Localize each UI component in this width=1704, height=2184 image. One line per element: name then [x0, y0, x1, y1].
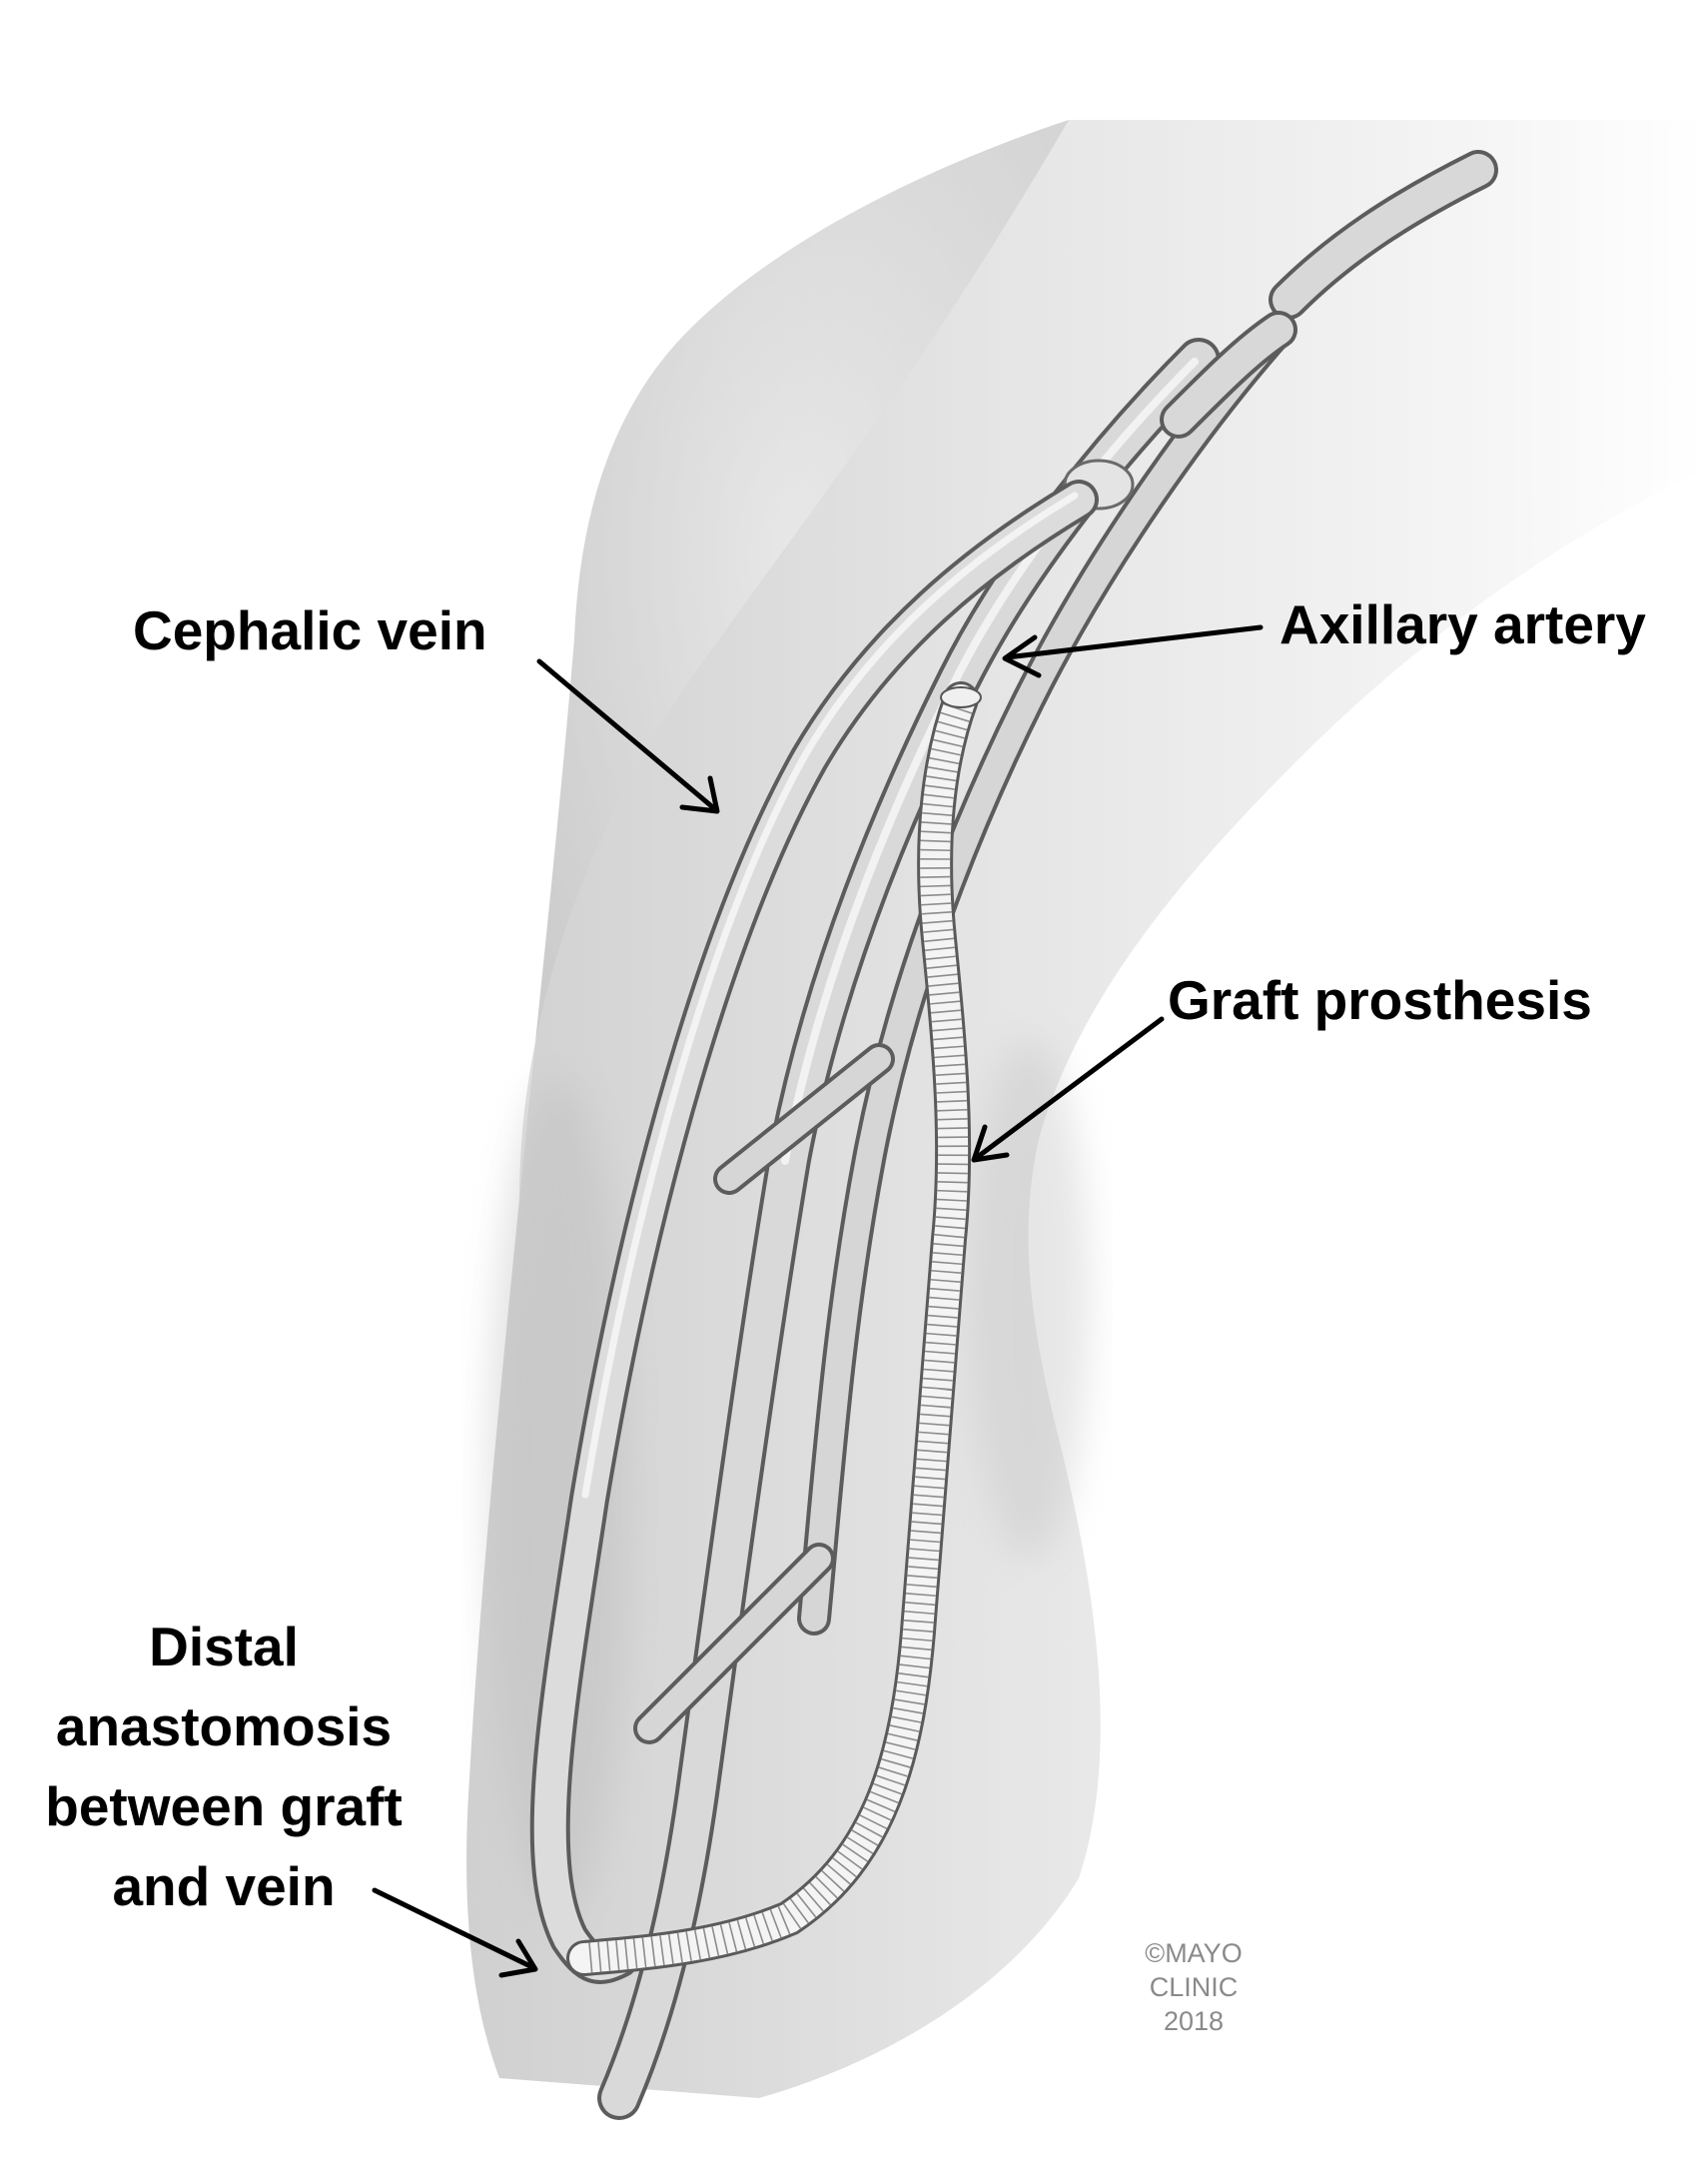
- label-cephalic-vein: Cephalic vein: [133, 599, 487, 661]
- artery-system: [597, 150, 1498, 2120]
- arrow-cephalic-vein: [536, 658, 720, 814]
- copyright-line-3: 2018: [1163, 2006, 1225, 2036]
- copyright-notice: ©MAYO CLINIC 2018: [1109, 1936, 1278, 2038]
- distal-line-3: between graft: [45, 1775, 403, 1837]
- cephalic-vein: [529, 480, 1099, 1984]
- annotation-arrows: [372, 624, 1264, 1978]
- distal-line-4: and vein: [112, 1855, 336, 1917]
- copyright-line-1: ©MAYO: [1145, 1938, 1243, 1968]
- graft-prosthesis: [566, 681, 982, 1976]
- label-graft-prosthesis: Graft prosthesis: [1168, 969, 1592, 1031]
- label-distal-anastomosis: Distal anastomosis between graft and vei…: [0, 1607, 447, 1926]
- copyright-line-2: CLINIC: [1149, 1972, 1239, 2002]
- label-axillary-artery: Axillary artery: [1279, 593, 1646, 655]
- distal-line-2: anastomosis: [55, 1695, 393, 1757]
- distal-line-1: Distal: [149, 1616, 299, 1677]
- arrow-axillary-artery: [1002, 624, 1264, 678]
- arrow-distal-anastomosis: [372, 1887, 538, 1978]
- arrow-graft-prosthesis: [971, 1016, 1165, 1163]
- arm-shape: [466, 120, 1704, 2098]
